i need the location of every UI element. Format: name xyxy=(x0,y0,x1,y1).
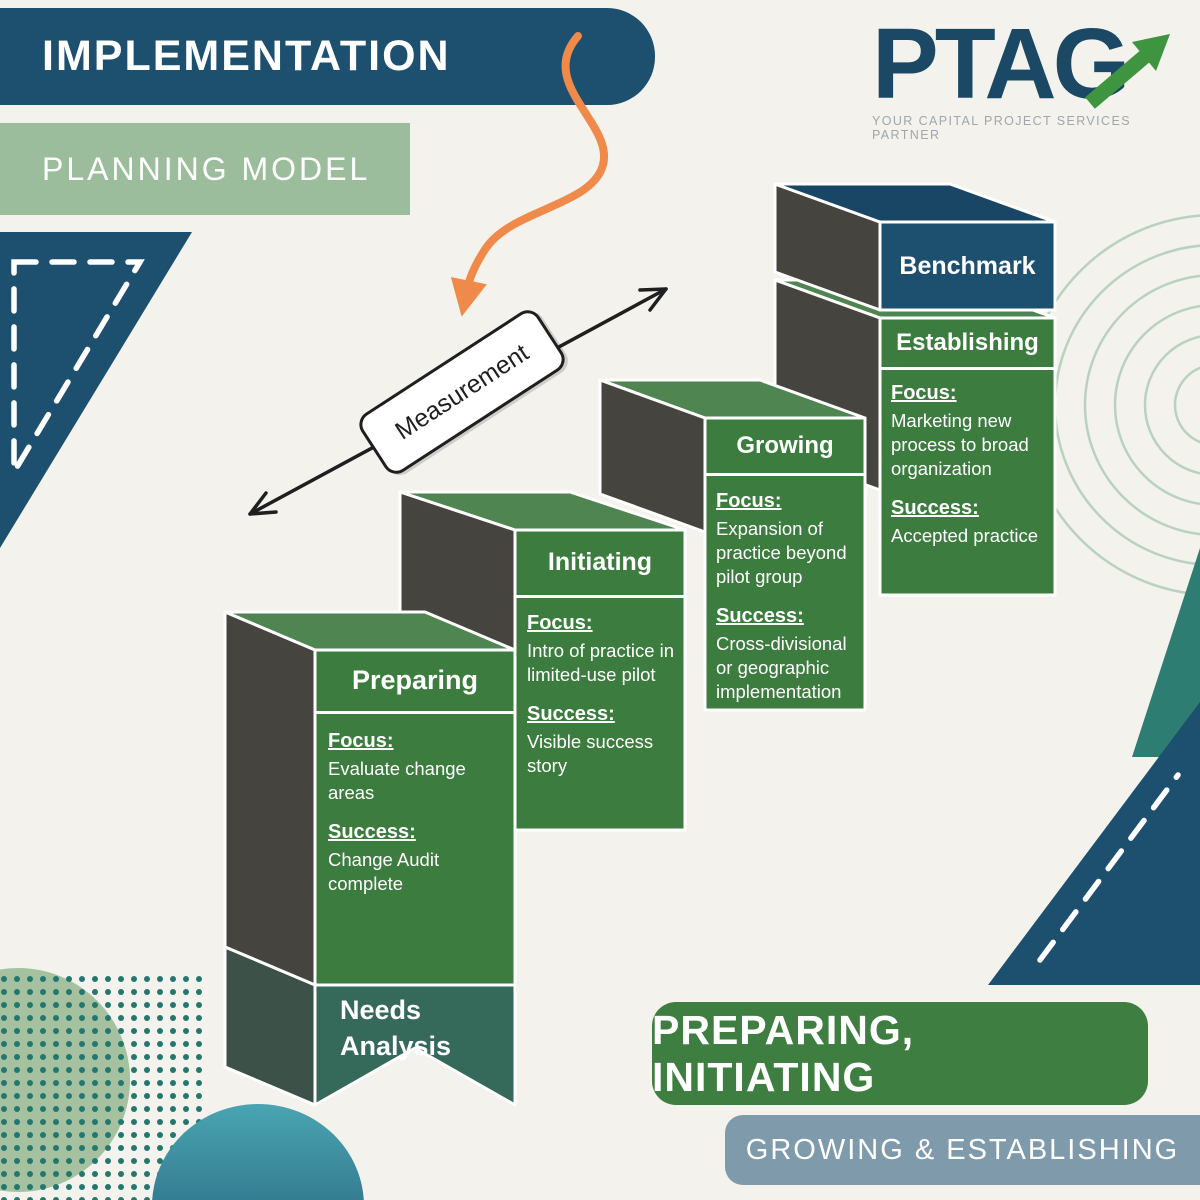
decorations xyxy=(0,214,1200,1200)
dashed-triangle-top-left-dashes xyxy=(11,259,145,482)
step-establishing-front-face xyxy=(878,316,1057,597)
needs-analysis-ribbon-face xyxy=(313,983,517,1107)
dashed-triangle-top-left xyxy=(0,232,192,548)
step-preparing-front-face xyxy=(313,648,517,987)
step-preparing-side-face xyxy=(223,610,317,987)
blue-triangle-bottom-right xyxy=(988,702,1200,985)
gradient-dome-decoration xyxy=(152,1104,364,1200)
staircase xyxy=(223,182,1057,1107)
step-growing-front-face xyxy=(703,416,867,712)
blue-triangle-dashes xyxy=(1037,772,1181,963)
benchmark-front-face xyxy=(878,220,1057,312)
teal-triangle-bottom-right xyxy=(1132,548,1200,757)
step-initiating-front-face xyxy=(513,528,687,832)
